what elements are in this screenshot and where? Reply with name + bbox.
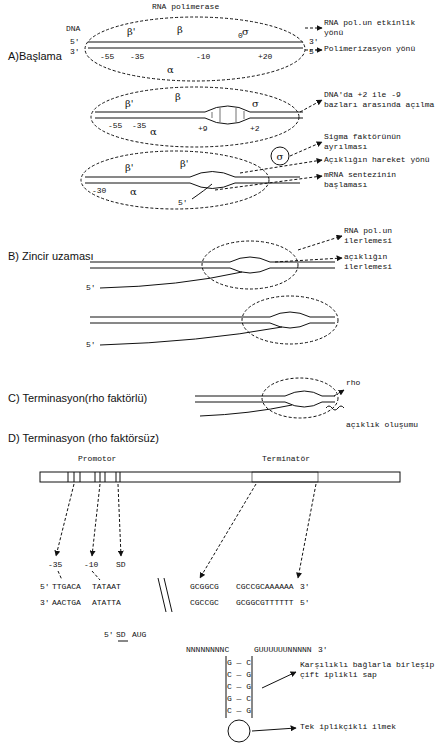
annotation-label: 5' xyxy=(40,582,50,592)
annotation-label: AACTGA xyxy=(52,598,81,608)
annotation-label: 5' xyxy=(86,340,96,350)
annotation-label: 5' xyxy=(104,630,114,640)
annotation-label: Açıklığın hareket yönü xyxy=(324,155,436,165)
rna-polymerase-outline: RNA polimerase β' β σ α xyxy=(82,2,308,82)
annotation-label: +20 xyxy=(258,52,272,62)
annotation-label: GCGGCGTTTTTT xyxy=(236,598,294,608)
node-outline xyxy=(80,150,270,210)
annotation-label: RNA pol.un ilerlemesi xyxy=(344,226,436,246)
annotation-label: -10 xyxy=(84,560,98,570)
annotation-label: C — G xyxy=(227,706,251,716)
section-title: D) Terminasyon (rho faktörsüz) xyxy=(8,432,159,445)
section-title: C) Terminasyon(rho faktörlü) xyxy=(8,392,147,405)
annotation-label: Terminatör xyxy=(262,454,310,464)
annotation-label: ATATTA xyxy=(92,598,121,608)
subunit-label: σ xyxy=(277,151,284,162)
annotation-label: 3' xyxy=(318,645,328,655)
annotation-label: 5' xyxy=(300,598,310,608)
annotation-label: DNA'da +2 ile -9 bazları arasında açılma xyxy=(324,90,436,110)
annotation-label: +9 xyxy=(198,124,208,134)
annotation-label: 0 xyxy=(238,31,243,41)
annotation-label: -10 xyxy=(196,52,210,62)
annotation-label: TATAAT xyxy=(92,582,121,592)
annotation-label: G — C xyxy=(227,694,251,704)
section-title: A)Başlama xyxy=(8,50,62,63)
subunit-label: α xyxy=(150,126,157,137)
annotation-label: rho xyxy=(346,378,360,388)
subunit-label: β' xyxy=(180,158,189,169)
annotation-label: CGCCGC xyxy=(190,598,219,608)
annotation-label: NNNNNNNNC xyxy=(186,645,229,655)
annotation-label: 5' xyxy=(309,47,319,57)
annotation-label: -35 xyxy=(130,52,144,62)
annotation-label: CGCCGCAAAAAA xyxy=(236,582,294,592)
rna-polymerase-outline: β' β' α xyxy=(80,150,270,210)
annotation-label: AUG xyxy=(132,630,146,640)
annotation-label: -35 xyxy=(48,560,62,570)
subunit-label: β' xyxy=(125,162,134,173)
annotation-label: açıklığın ilerlemesi xyxy=(344,252,436,272)
annotation-label: C — G xyxy=(227,682,251,692)
sigma-factor-circle: σ xyxy=(270,146,290,166)
rna-polymerase-outline: β' β σ α xyxy=(90,86,300,148)
node-outline xyxy=(90,86,300,148)
annotation-label: -35 xyxy=(132,121,146,131)
annotation-label: 3' xyxy=(300,582,310,592)
section-title: B) Zincir uzaması xyxy=(8,250,94,263)
annotation-label: 3' xyxy=(40,598,50,608)
subunit-label: α xyxy=(130,186,137,197)
enzyme-name: RNA polimerase xyxy=(152,2,219,12)
annotation-label: 5' xyxy=(86,283,96,293)
annotation-label: mRNA sentezinin başlaması xyxy=(324,170,436,190)
subunit-label: β xyxy=(175,91,181,102)
annotation-label: TTGACA xyxy=(52,582,81,592)
annotation-label: GUUUUUUNNNNN xyxy=(254,645,312,655)
annotation-label: Karşılıklı bağlarla birleşip çift iplikl… xyxy=(300,660,435,680)
annotation-label: 3' xyxy=(309,37,319,47)
annotation-label: 5' xyxy=(70,37,80,47)
subunit-label: σ xyxy=(252,98,259,109)
annotation-label: -55 xyxy=(108,121,122,131)
annotation-label: GCGGCG xyxy=(190,582,219,592)
subunit-label: α xyxy=(167,64,174,75)
annotation-label: Promotor xyxy=(78,454,116,464)
annotation-label: DNA xyxy=(66,24,80,34)
annotation-label: C — G xyxy=(227,670,251,680)
annotation-label: SD xyxy=(116,630,126,640)
subunit-label: β' xyxy=(125,98,134,109)
annotation-label: 5' xyxy=(178,198,188,208)
annotation-label: -30 xyxy=(92,186,106,196)
node-outline xyxy=(82,2,308,82)
annotation-label: Polimerizasyon yönü xyxy=(324,44,436,54)
annotation-label: +2 xyxy=(250,124,260,134)
annotation-label: G — C xyxy=(227,658,251,668)
subunit-label: β xyxy=(177,24,183,35)
annotation-label: -55 xyxy=(100,52,114,62)
subunit-label: β' xyxy=(127,26,136,37)
annotation-label: RNA pol.un etkinlik yönü xyxy=(324,18,436,38)
annotation-label: 3' xyxy=(70,47,80,57)
annotation-label: açıklık oluşumu xyxy=(346,420,418,430)
annotation-label: SD xyxy=(116,560,126,570)
annotation-label: Tek iplikçikli ilmek xyxy=(300,722,435,732)
annotation-label: Sigma faktörünün ayrılması xyxy=(324,132,436,152)
subunit-label: σ xyxy=(242,26,249,37)
